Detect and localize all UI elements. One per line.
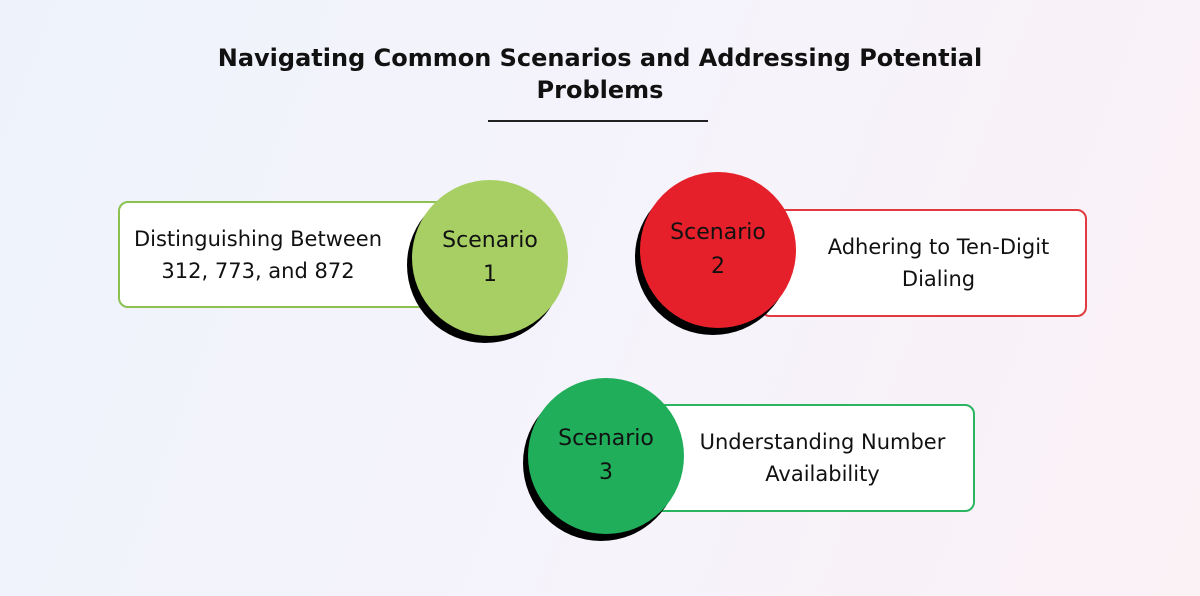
scenario-1-circle: Scenario 1 xyxy=(412,180,568,336)
scenario-1-card: Distinguishing Between 312, 773, and 872 xyxy=(118,201,448,308)
scenario-3-text: Understanding Number Availability xyxy=(699,430,946,486)
scenario-2-label: Scenario xyxy=(670,220,766,245)
scenario-3-number: 3 xyxy=(599,460,613,485)
scenario-3-circle: Scenario 3 xyxy=(528,378,684,534)
scenario-2-circle: Scenario 2 xyxy=(640,172,796,328)
page-title: Navigating Common Scenarios and Addressi… xyxy=(217,44,983,104)
scenario-1-number: 1 xyxy=(483,262,497,287)
scenario-3-card: Understanding Number Availability xyxy=(650,404,975,512)
title-underline xyxy=(488,120,708,122)
scenario-1-text: Distinguishing Between 312, 773, and 872 xyxy=(133,226,383,283)
scenario-2-card: Adhering to Ten-Digit Dialing xyxy=(760,209,1087,317)
scenario-1-label: Scenario xyxy=(442,228,538,253)
scenario-3-label: Scenario xyxy=(558,426,654,451)
scenario-2-text: Adhering to Ten-Digit Dialing xyxy=(827,235,1050,291)
scenario-2-number: 2 xyxy=(711,254,725,279)
